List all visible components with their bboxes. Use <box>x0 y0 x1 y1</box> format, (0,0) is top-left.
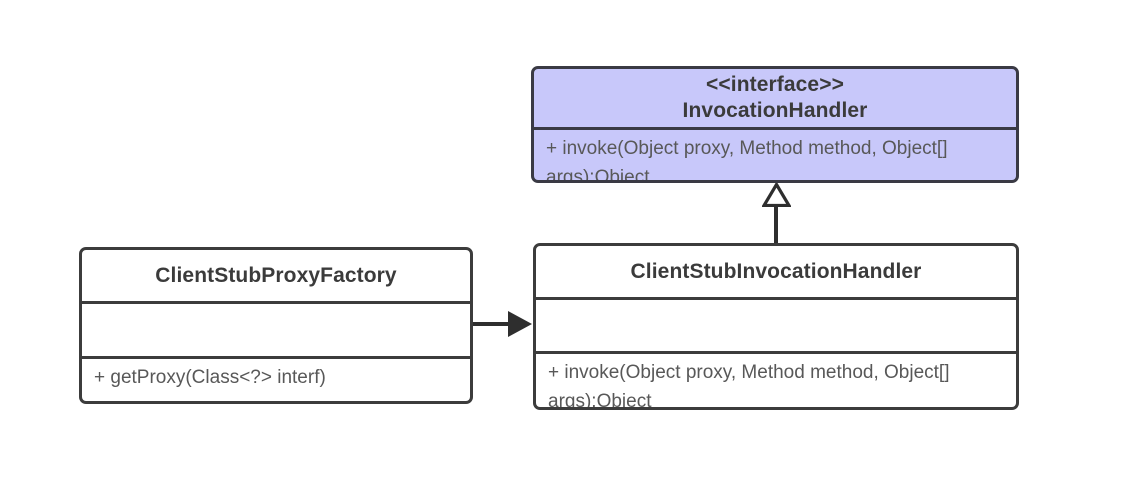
uml-class-client-stub-invocation-handler[interactable]: ClientStubInvocationHandler + invoke(Obj… <box>533 243 1019 410</box>
uml-operation-get-proxy: + getProxy(Class<?> interf) <box>94 367 326 388</box>
uml-class-name-invocation-handler: InvocationHandler <box>682 99 868 122</box>
uml-attributes-client-stub-invocation-handler <box>536 297 1016 351</box>
uml-operations-client-stub-invocation-handler: + invoke(Object proxy, Method method, Ob… <box>536 351 1016 410</box>
uml-operation-invoke: + invoke(Object proxy, Method method, Ob… <box>546 138 948 183</box>
uml-stereotype-interface: <<interface>> <box>706 73 844 96</box>
uml-operations-client-stub-proxy-factory: + getProxy(Class<?> interf) <box>82 356 470 401</box>
uml-operation-invoke-impl: + invoke(Object proxy, Method method, Ob… <box>548 362 950 410</box>
realization-line-segment <box>774 205 778 245</box>
uml-class-name-client-stub-proxy-factory: ClientStubProxyFactory <box>155 263 397 287</box>
uml-class-header-client-stub-invocation-handler: ClientStubInvocationHandler <box>536 246 1016 297</box>
uml-class-header-client-stub-proxy-factory: ClientStubProxyFactory <box>82 250 470 301</box>
uml-class-client-stub-proxy-factory[interactable]: ClientStubProxyFactory + getProxy(Class<… <box>79 247 473 404</box>
uml-class-name-client-stub-invocation-handler: ClientStubInvocationHandler <box>630 259 922 283</box>
uml-operations-invocation-handler: + invoke(Object proxy, Method method, Ob… <box>534 127 1016 183</box>
uml-class-header-invocation-handler: <<interface>> InvocationHandler <box>534 69 1016 127</box>
solid-arrowhead-icon <box>508 311 532 337</box>
uml-attributes-client-stub-proxy-factory <box>82 301 470 356</box>
association-line-segment <box>473 322 513 326</box>
uml-class-invocation-handler[interactable]: <<interface>> InvocationHandler + invoke… <box>531 66 1019 183</box>
